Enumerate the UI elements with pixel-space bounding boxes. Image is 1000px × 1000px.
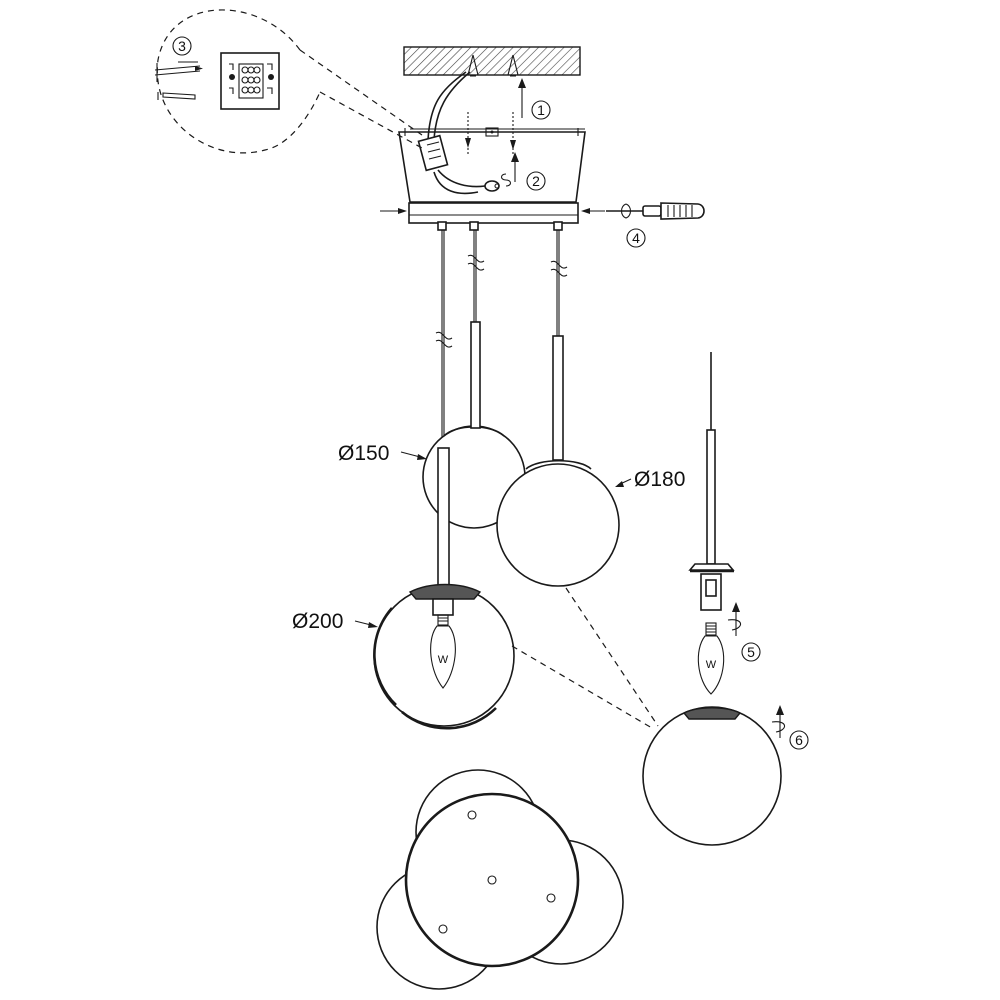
supply-wiring <box>417 71 500 195</box>
terminal-block-zoom-callout <box>154 9 423 154</box>
globe-detail <box>642 706 782 846</box>
dimension-label-200: Ø200 <box>292 610 378 633</box>
svg-text:3: 3 <box>178 38 186 54</box>
step-marker-1: 1 <box>531 100 551 120</box>
globe-200: W <box>373 447 515 730</box>
bulb-detail-icon: W <box>697 622 725 695</box>
dimension-label-180: Ø180 <box>615 468 685 491</box>
detail-leader-lines <box>511 587 659 729</box>
canopy <box>398 127 586 203</box>
svg-text:W: W <box>706 659 717 671</box>
ceiling-anchor-screws <box>465 54 519 155</box>
svg-text:Ø180: Ø180 <box>634 468 685 491</box>
svg-text:W: W <box>438 654 449 666</box>
svg-text:Ø200: Ø200 <box>292 610 343 633</box>
step-marker-5: 5 <box>727 602 761 662</box>
svg-text:Ø150: Ø150 <box>338 442 389 465</box>
svg-text:2: 2 <box>532 173 540 189</box>
terminal-screw-icons <box>229 66 274 94</box>
svg-text:6: 6 <box>795 732 803 748</box>
mounting-plate <box>380 202 605 224</box>
suspension-cables <box>435 221 568 448</box>
svg-text:5: 5 <box>747 644 755 660</box>
socket-assembly-detail <box>688 352 735 611</box>
top-view <box>376 769 624 990</box>
svg-text:4: 4 <box>632 230 640 246</box>
mounting-up-arrows <box>511 78 526 182</box>
step-marker-6: 6 <box>771 705 809 750</box>
screwdriver-icon <box>606 202 705 220</box>
step-marker-2: 2 <box>500 171 546 191</box>
ceiling-block <box>403 46 581 76</box>
globe-180 <box>496 335 620 587</box>
bulb-icon: W <box>430 614 456 689</box>
dimension-label-150: Ø150 <box>338 442 427 465</box>
step-marker-3: 3 <box>172 36 192 56</box>
svg-text:1: 1 <box>537 102 545 118</box>
step-marker-4: 4 <box>626 228 646 248</box>
